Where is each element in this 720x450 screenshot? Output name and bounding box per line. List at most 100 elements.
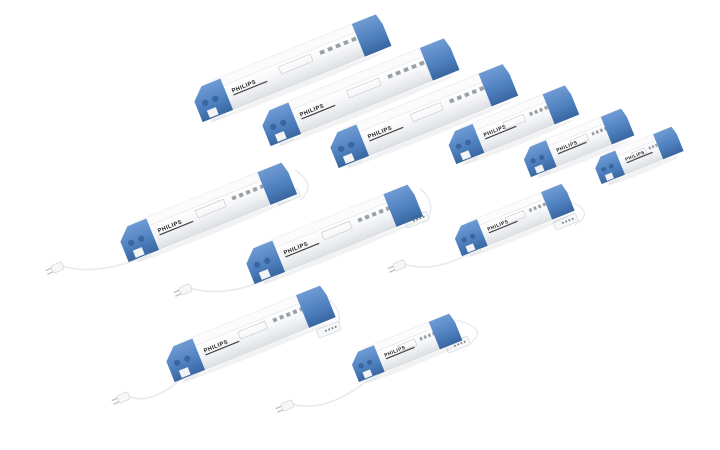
cert-mark-icon [357,217,363,223]
spec-label [631,147,648,159]
end-cap-right [542,85,580,125]
driver-2: PHILIPS [262,38,460,147]
spec-label [237,320,268,340]
screw-hole-icon [470,233,476,240]
cert-mark-icon [423,334,428,339]
end-cap-right [351,14,392,57]
screw-hole-icon [367,359,373,366]
cert-mark-icon [542,202,547,207]
cert-mark-icon [343,39,349,46]
mounting-tab [211,113,226,122]
cert-mark-icon [403,67,409,73]
cert-mark-icon [599,128,604,133]
screw-hole-icon [254,261,261,269]
terminal-slot [258,269,271,280]
end-cap-right [295,285,336,328]
mounting-tab [137,253,152,262]
driver-11: PHILIPS [275,313,479,413]
end-cap-right [478,64,519,107]
screw-hole-icon [608,163,614,169]
spec-label [346,77,382,99]
mounting-tab [464,155,478,164]
terminal-slot [465,243,476,253]
cert-mark-icon [463,92,470,98]
screw-hole-icon [212,95,219,102]
cert-mark-icon [327,46,334,52]
end-cap-right [600,108,635,145]
mounting-tab [183,373,198,382]
screw-hole-icon [358,363,364,369]
driver-8: PHILIPS [173,184,432,297]
cert-mark-icon [350,36,357,43]
cert-mark-icon [595,129,600,134]
screw-hole-icon [530,158,536,164]
cert-mark-icon [279,314,285,320]
mounting-tab [347,159,362,168]
cert-mark-icon [534,109,539,115]
end-cap-right [257,162,298,205]
connector-box [553,213,579,231]
eu-plug-icon [387,259,407,273]
screw-hole-icon [270,123,277,131]
cert-mark-icon [654,143,658,148]
terminal-slot [604,172,614,181]
cert-mark-icon [537,204,542,209]
terminal-slot [132,247,145,258]
mains-cable [291,379,369,408]
spec-label [409,102,444,123]
cert-mark-icon [395,70,402,76]
output-cable [294,169,309,201]
cert-mark-icon [245,189,251,195]
cert-mark-icon [648,146,652,150]
screw-hole-icon [174,359,181,367]
cert-mark-icon [478,85,485,92]
cert-mark-icon [471,88,478,95]
mounting-tab [366,374,379,383]
screw-hole-icon [264,257,271,264]
eu-plug-icon [173,283,193,297]
driver-9: PHILIPS [387,183,586,273]
mains-cable [127,379,181,400]
mounting-tab [608,177,620,185]
cert-mark-icon [539,107,544,113]
screw-hole-icon [338,145,345,153]
cert-mark-icon [529,111,534,117]
eu-plug-icon [45,261,65,275]
screw-hole-icon [348,141,355,148]
screw-hole-icon [128,239,135,247]
screw-hole-icon [138,235,145,242]
terminal-slot [206,107,219,118]
terminal-slot [342,153,355,164]
screw-hole-icon [539,154,545,161]
end-cap-right [541,183,575,220]
screw-hole-icon [601,166,606,172]
end-cap-right [653,126,684,160]
end-cap-right [419,38,460,81]
cert-mark-icon [533,206,537,211]
mounting-tab [469,248,482,257]
driver-4: PHILIPS [448,85,580,166]
spec-label [569,133,590,148]
cert-mark-icon [292,309,298,315]
spec-label [504,210,527,225]
screw-hole-icon [184,355,191,362]
mains-cable [61,257,141,271]
cert-mark-icon [591,131,595,136]
mains-cable [403,251,473,268]
mounting-tab [263,275,278,284]
driver-1: PHILIPS [194,14,392,123]
cert-mark-icon [427,333,432,338]
connector-box [316,321,342,339]
cert-mark-icon [335,43,341,49]
terminal-slot [274,131,287,142]
driver-7: PHILIPS [45,162,309,275]
driver-10: PHILIPS [111,285,342,405]
driver-5: PHILIPS [523,108,635,179]
cert-mark-icon [238,192,244,198]
cert-mark-icon [319,49,326,55]
cert-mark-icon [418,60,425,67]
cert-mark-icon [528,208,533,213]
cert-mark-icon [371,211,377,217]
cert-mark-icon [448,98,455,104]
screw-hole-icon [465,139,471,146]
